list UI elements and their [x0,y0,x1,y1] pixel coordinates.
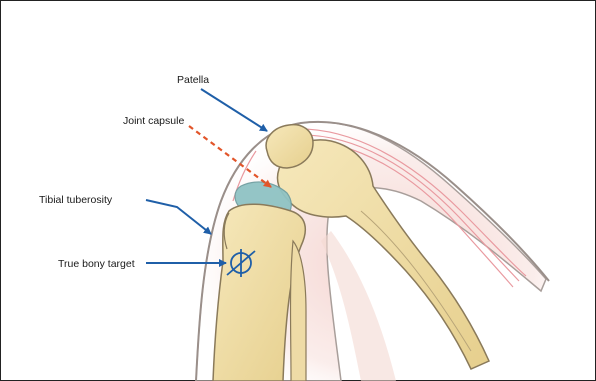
label-joint-capsule: Joint capsule [123,115,184,127]
tibial-tuberosity-arrow [146,200,211,234]
label-patella: Patella [177,74,209,86]
label-true-bony-target: True bony target [58,258,135,270]
label-tibial-tuberosity: Tibial tuberosity [39,194,113,206]
patella-arrow [201,89,267,131]
